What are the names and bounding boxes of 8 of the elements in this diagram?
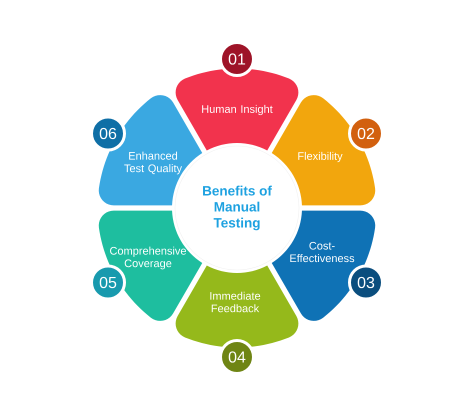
petal-segment: Human Insight [176,68,298,150]
number-badge: 02 [348,116,384,152]
number-badge: 05 [90,264,126,300]
petal-segment: Immediate Feedback [176,266,298,348]
number-badge: 03 [348,264,384,300]
number-badge: 01 [219,41,255,77]
number-badge: 06 [90,116,126,152]
number-badge: 04 [219,339,255,375]
